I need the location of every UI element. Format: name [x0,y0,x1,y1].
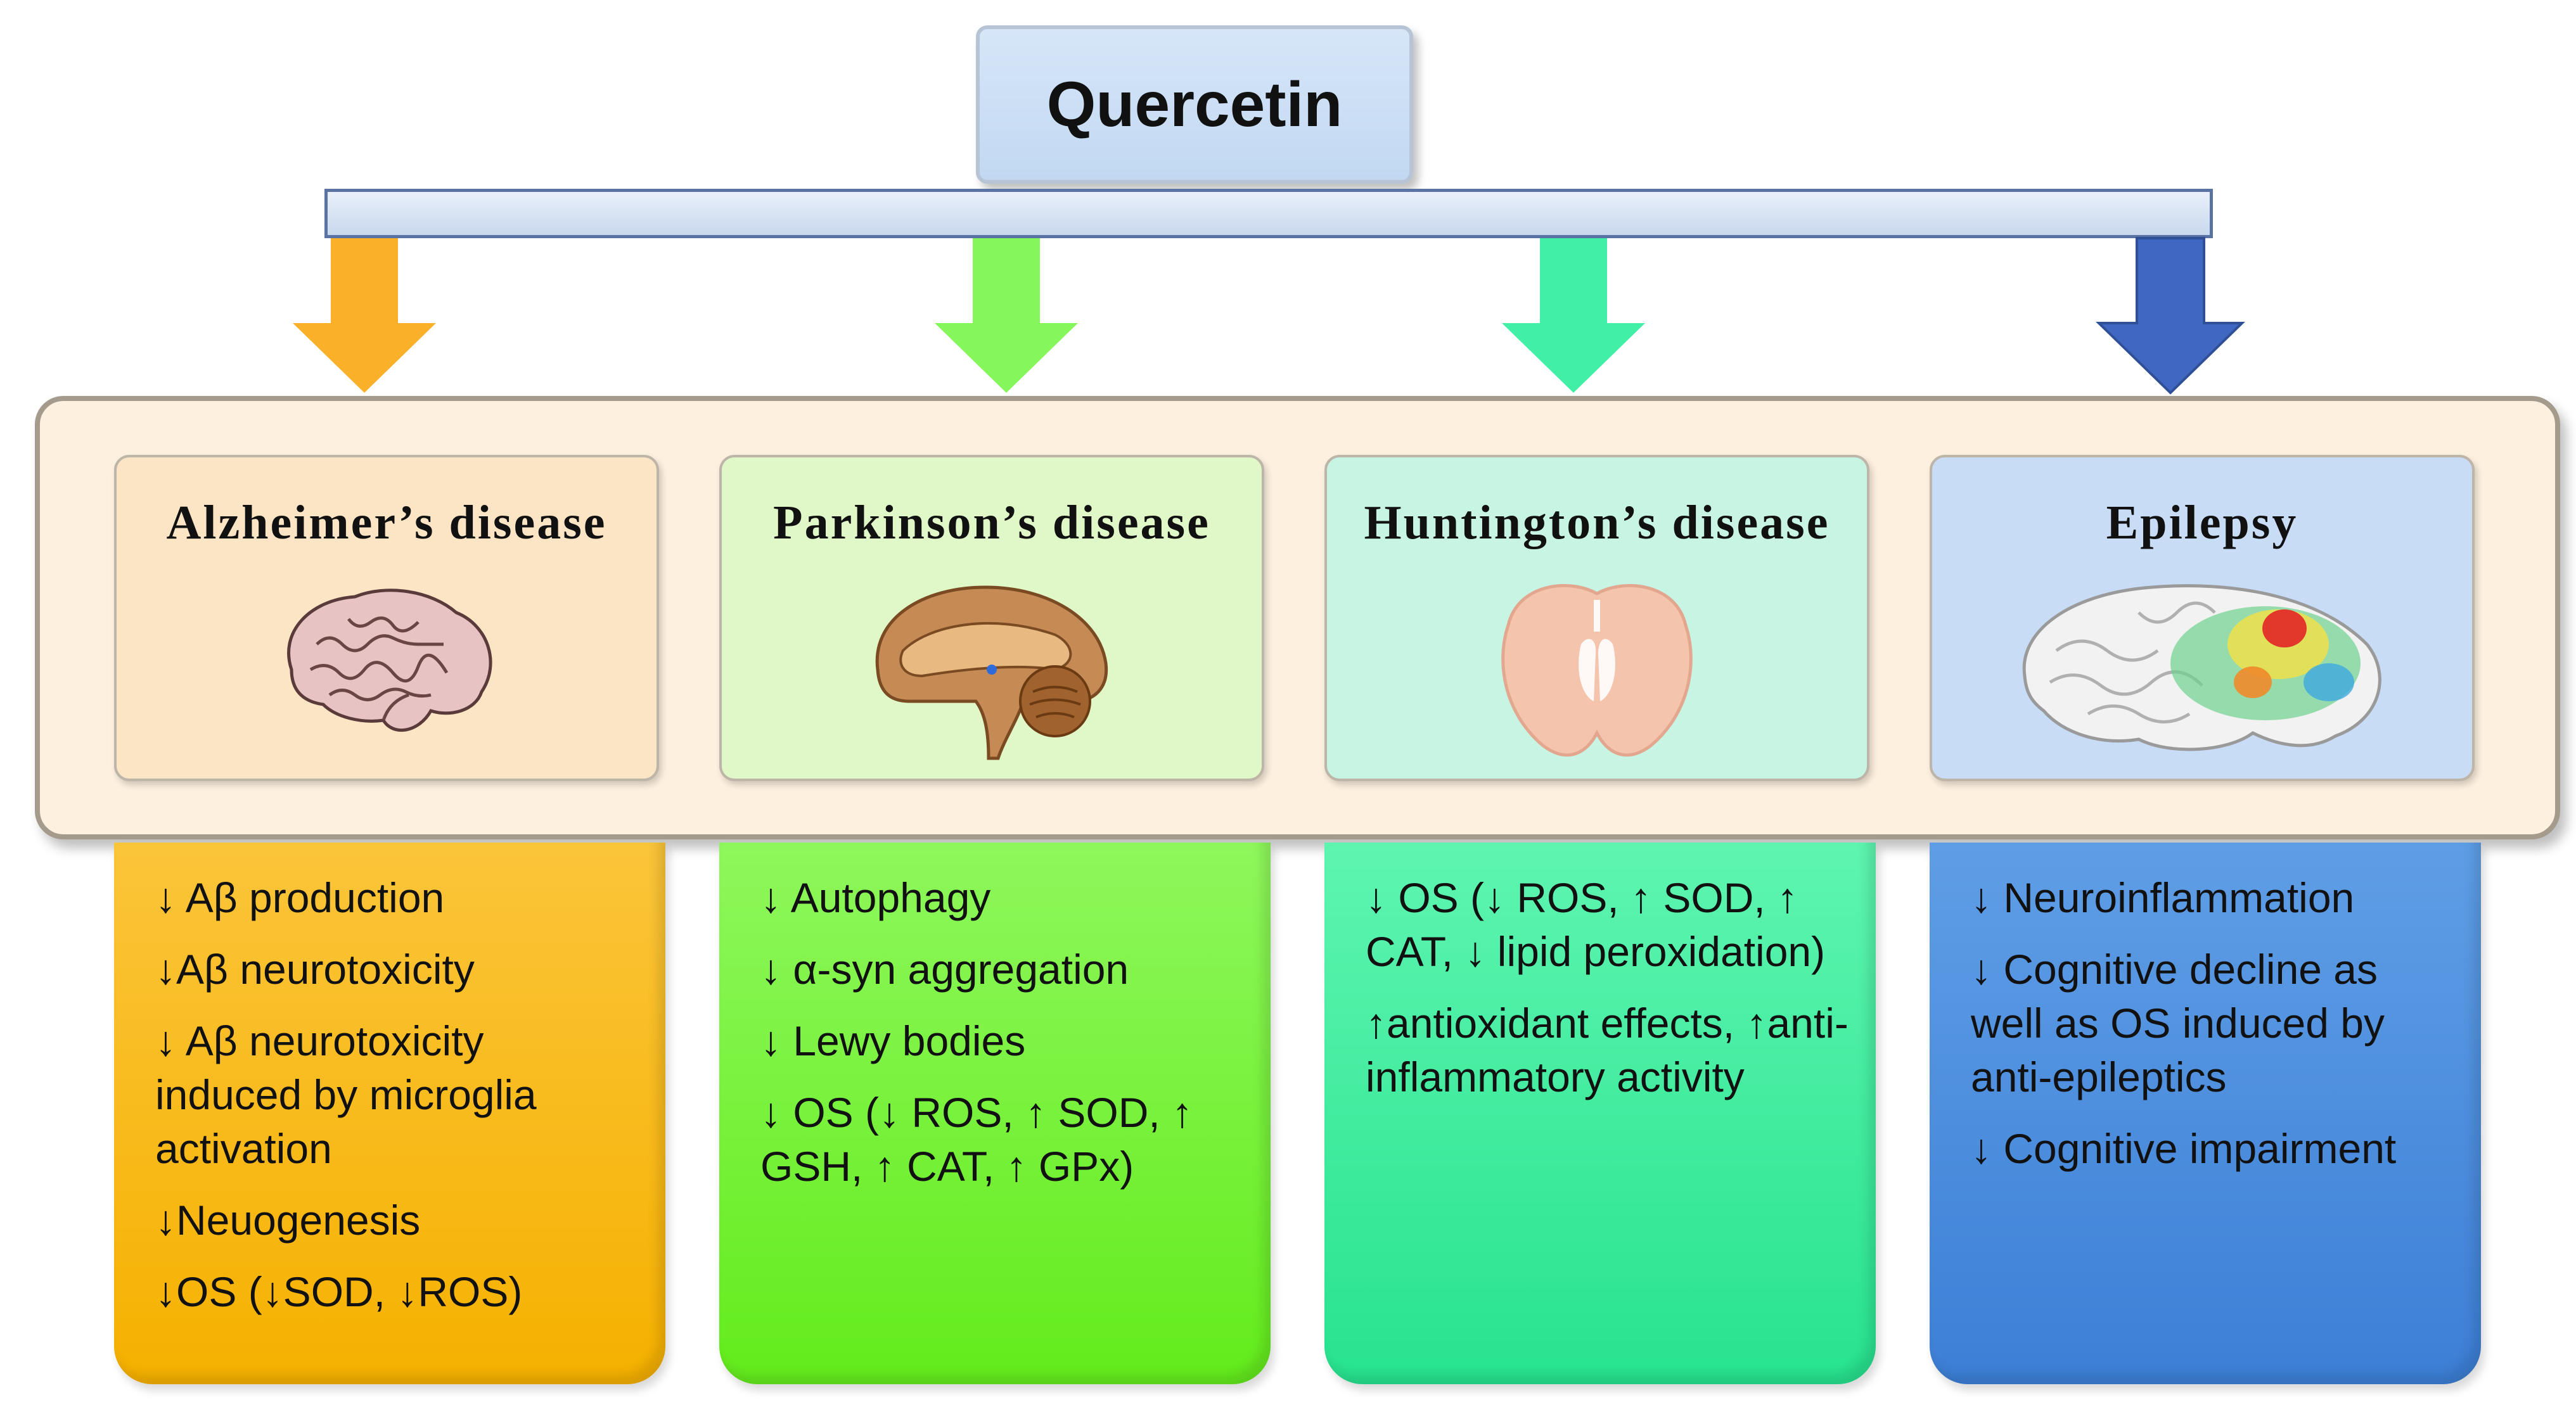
brain-coronal-icon [1501,583,1693,757]
effect-item: ↑antioxidant effects, ↑anti-inflammatory… [1366,1000,1849,1100]
huntington-arrow [1502,238,1645,393]
huntington-card: Huntington’s disease [1324,455,1869,781]
epilepsy-card: Epilepsy [1930,455,2475,781]
parkinson-arrow [935,238,1078,393]
diagram-title: Quercetin [1046,68,1343,140]
quercetin-title-box: Quercetin [976,25,1413,184]
alzheimer-card: Alzheimer’s disease [114,455,659,781]
huntington-effects: ↓ OS (↓ ROS, ↑ SOD, ↑ CAT, ↓ lipid perox… [1324,843,1876,1384]
alzheimer-name: Alzheimer’s disease [166,496,607,549]
epilepsy-name: Epilepsy [2106,496,2298,549]
effect-item: ↓ Aβ neurotoxicity induced by microglia … [155,1017,537,1172]
arrows-layer [293,237,2245,395]
alzheimer-effects: ↓ Aβ production ↓Aβ neurotoxicity ↓ Aβ n… [114,843,665,1384]
effect-item: ↓OS (↓SOD, ↓ROS) [155,1268,523,1315]
huntington-name: Huntington’s disease [1364,496,1830,549]
effect-item: ↓ Lewy bodies [760,1017,1026,1064]
parkinson-card: Parkinson’s disease [719,455,1264,781]
effect-item: ↓ Aβ production [155,874,445,921]
parkinson-name: Parkinson’s disease [773,496,1210,549]
epilepsy-effects: ↓ Neuroinflammation ↓ Cognitive decline … [1930,843,2481,1384]
alzheimer-arrow [293,238,436,393]
brain-activity-map-icon [2022,584,2381,751]
effect-item: ↓Aβ neurotoxicity [155,946,475,993]
effect-item: ↓ Neuroinflammation [1971,874,2355,921]
effect-item: ↓ OS (↓ ROS, ↑ SOD, ↑ GSH, ↑ CAT, ↑ GPx) [760,1089,1193,1190]
brain-cortex-icon [287,589,492,732]
effect-item: ↓Neuogenesis [155,1197,421,1244]
effect-item: ↓ Autophagy [760,874,991,921]
connector-bar [324,189,2213,238]
effect-item: ↓ α-syn aggregation [760,946,1129,993]
brain-sagittal-icon [875,585,1108,760]
effect-item: ↓ Cognitive decline as well as OS induce… [1971,946,2385,1100]
parkinson-effects: ↓ Autophagy ↓ α-syn aggregation ↓ Lewy b… [719,843,1271,1384]
effect-item: ↓ Cognitive impairment [1971,1125,2397,1172]
effect-item: ↓ OS (↓ ROS, ↑ SOD, ↑ CAT, ↓ lipid perox… [1366,874,1826,975]
epilepsy-arrow [2096,237,2245,395]
